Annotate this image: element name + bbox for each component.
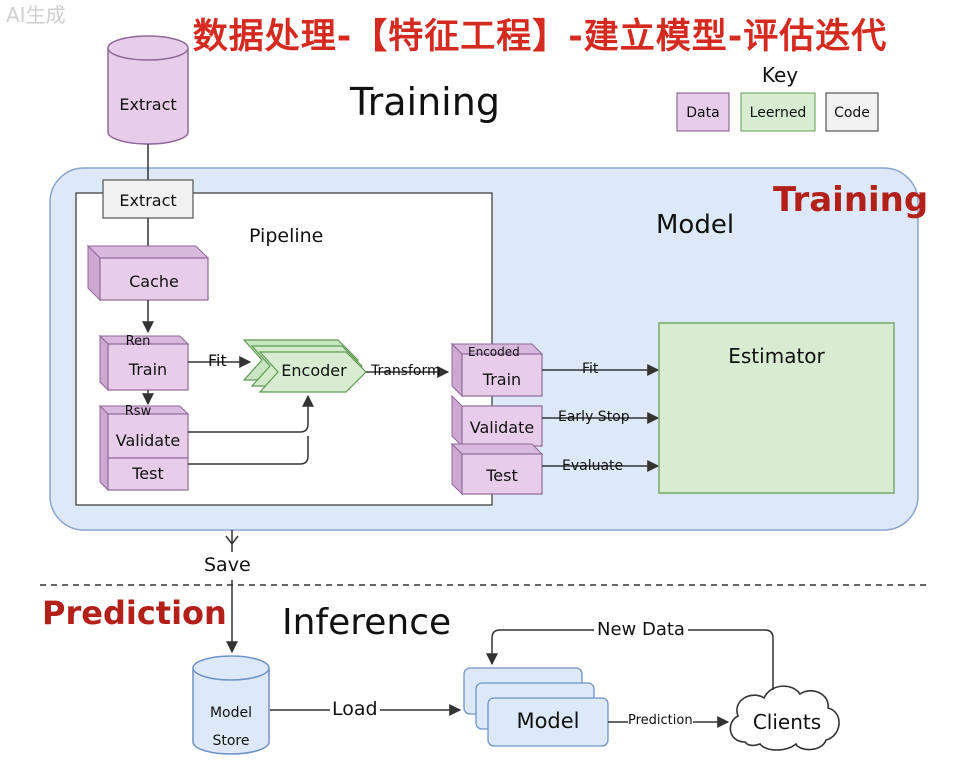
encoded-train-box	[450, 342, 544, 398]
estimator-label: Estimator	[728, 344, 825, 368]
cache-box	[86, 244, 210, 302]
encoder-shape	[242, 339, 367, 393]
pipeline-label: Pipeline	[249, 225, 324, 247]
key-code-swatch	[825, 92, 879, 132]
key-data-swatch	[676, 92, 730, 132]
raw-train-box	[98, 334, 190, 392]
model-label-bottom: Model	[516, 709, 580, 733]
fit-label: Fit	[208, 351, 227, 370]
encoded-validate-label: Validate	[469, 418, 535, 437]
key-data-label: Data	[686, 105, 720, 121]
encoded-tag: Encoded	[468, 345, 520, 359]
training-heading: Training	[350, 80, 500, 124]
key-learned-swatch	[740, 92, 816, 132]
raw-train-label: Train	[128, 360, 168, 379]
prediction-label: Prediction	[628, 713, 693, 728]
model-store-cylinder	[192, 655, 270, 755]
page-title: 数据处理-【特征工程】-建立模型-评估迭代	[192, 17, 888, 57]
estimator-box	[658, 322, 895, 494]
validate-to-encoder-line	[188, 394, 314, 433]
inference-heading: Inference	[282, 602, 452, 643]
encoder-label: Encoder	[281, 361, 347, 380]
watermark: AI生成	[6, 3, 66, 27]
new-data-label: New Data	[594, 619, 688, 640]
model-store-label-1: Model	[209, 705, 253, 721]
key-learned-label: Leerned	[749, 105, 807, 121]
test-to-encoder-line	[188, 436, 309, 465]
load-label: Load	[330, 698, 380, 720]
raw-validate-label: Validate	[115, 431, 181, 450]
cache-label: Cache	[129, 272, 179, 291]
evaluate-label: Evaluate	[562, 458, 624, 474]
model-label: Model	[656, 210, 735, 240]
raw-train-tag: Ren	[125, 334, 151, 349]
encoded-train-label: Train	[482, 370, 522, 389]
training-red-label: Training	[773, 180, 929, 220]
save-tick	[225, 535, 239, 546]
encoded-test-label: Test	[486, 466, 518, 485]
encoded-validate-box	[451, 394, 543, 448]
extract-db-cylinder	[107, 35, 189, 145]
transform-label: Transform	[371, 363, 441, 379]
key-title: Key	[761, 63, 799, 87]
clients-label: Clients	[752, 710, 822, 734]
save-label: Save	[204, 554, 251, 576]
extract-box-label: Extract	[119, 191, 177, 210]
raw-validate-tag: Rsw	[124, 404, 152, 419]
encoded-test-box	[450, 442, 544, 496]
extract-db-label: Extract	[119, 95, 177, 114]
clients-cloud	[729, 685, 840, 751]
fit2-label: Fit	[582, 361, 599, 377]
raw-validate-test-box	[98, 404, 190, 492]
key-code-label: Code	[834, 105, 870, 121]
model-store-label-2: Store	[212, 733, 250, 749]
prediction-red-label: Prediction	[42, 594, 227, 632]
raw-test-label: Test	[132, 464, 164, 483]
early-stop-label: Early Stop	[558, 409, 630, 425]
